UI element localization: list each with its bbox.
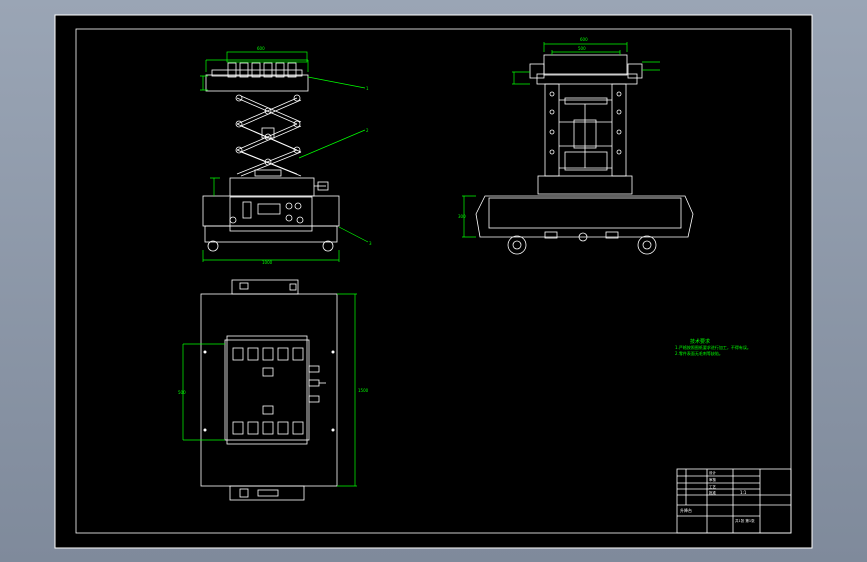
title-block-name: 升降台: [680, 507, 692, 513]
notes-line-2: 2.零件表面无毛刺等缺陷。: [675, 350, 723, 356]
title-block-row-1: 设计: [709, 470, 717, 475]
svg-text:500: 500: [578, 46, 586, 51]
svg-text:3: 3: [369, 241, 372, 246]
title-block-row-2: 审核: [709, 477, 717, 482]
technical-notes: 技术要求 1.严格按照图纸要求进行加工，不得有误。 2.零件表面无毛刺等缺陷。: [675, 338, 751, 356]
svg-text:500: 500: [178, 390, 186, 395]
notes-title: 技术要求: [690, 338, 710, 345]
drawing-sheet: [54, 14, 813, 549]
title-block-scale: 1:1: [740, 490, 747, 495]
svg-text:600: 600: [580, 37, 588, 42]
svg-text:1: 1: [366, 86, 369, 91]
svg-text:300: 300: [458, 214, 466, 219]
title-block-row-3: 工艺: [709, 484, 717, 489]
svg-text:1500: 1500: [358, 388, 369, 393]
title-block-sheet: 共1张 第1张: [735, 518, 755, 523]
svg-text:1000: 1000: [262, 260, 273, 265]
title-block[interactable]: 设计 审核 工艺 批准 1:1 升降台 共1张 第1张: [676, 468, 792, 534]
svg-text:600: 600: [257, 46, 265, 51]
title-block-row-4: 批准: [709, 490, 717, 495]
svg-text:2: 2: [366, 128, 369, 133]
drawing-border: [75, 28, 792, 534]
notes-line-1: 1.严格按照图纸要求进行加工，不得有误。: [675, 344, 751, 350]
top-view[interactable]: 500 1500: [178, 279, 369, 501]
side-view[interactable]: 600 500 300: [458, 37, 694, 255]
front-view[interactable]: 1 2 3 1000 600: [200, 46, 372, 265]
